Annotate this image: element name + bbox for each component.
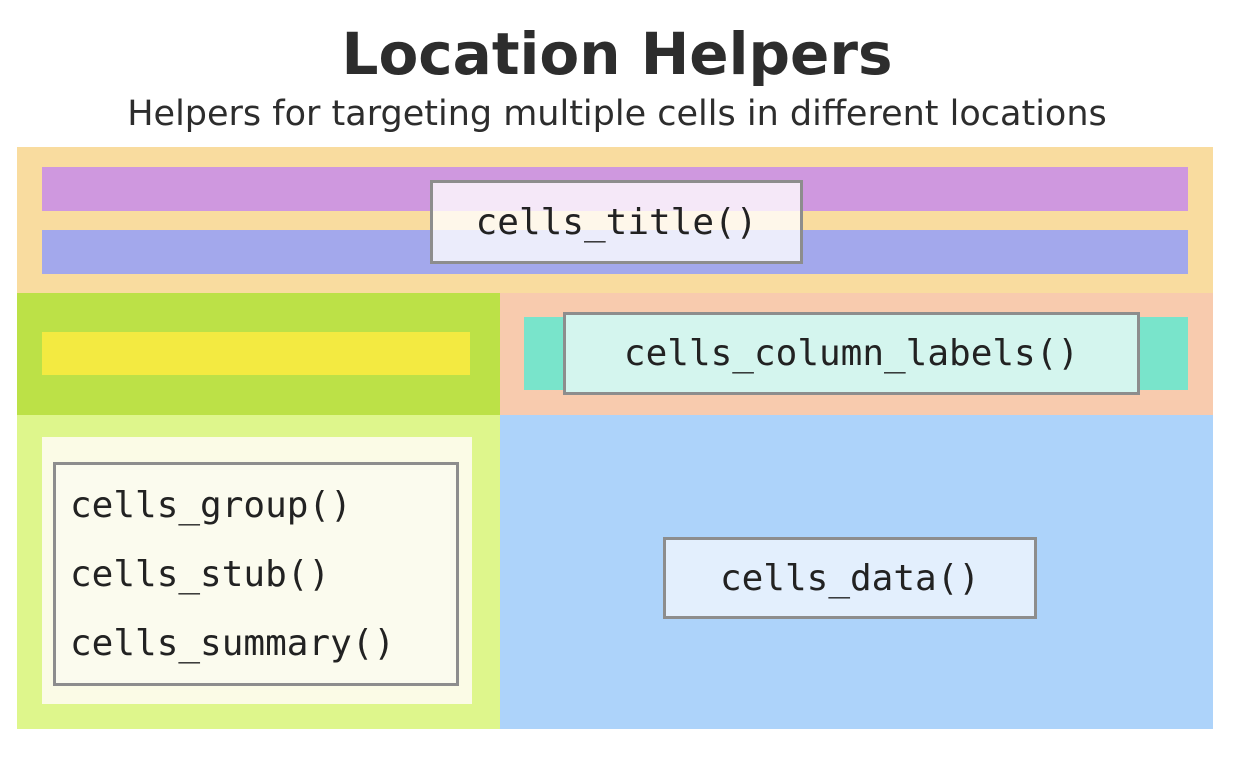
page-subtitle: Helpers for targeting multiple cells in … xyxy=(127,94,1107,134)
stubhead-bar xyxy=(42,332,470,375)
stub-helpers-list: cells_group() cells_stub() cells_summary… xyxy=(53,462,459,686)
cells-summary-label: cells_summary() xyxy=(70,622,396,664)
cells-column-labels-label: cells_column_labels() xyxy=(563,312,1140,395)
page-title: Location Helpers xyxy=(341,20,893,88)
cells-group-label: cells_group() xyxy=(70,484,352,526)
cells-stub-label: cells_stub() xyxy=(70,553,331,595)
cells-data-label: cells_data() xyxy=(663,537,1037,619)
cells-title-label: cells_title() xyxy=(430,180,803,264)
